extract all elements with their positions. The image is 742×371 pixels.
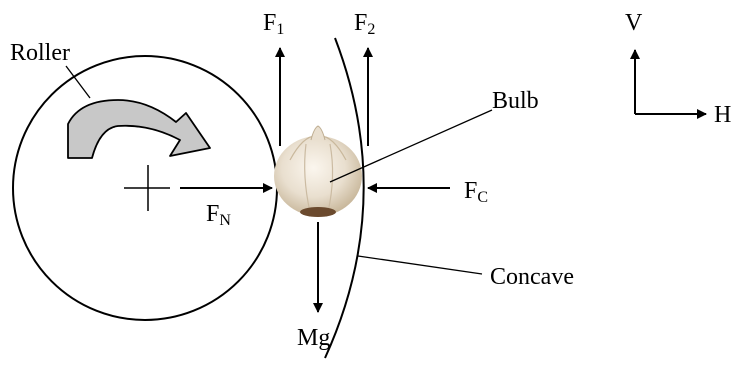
- weight-mg-label: Mg: [297, 325, 330, 351]
- roller-label: Roller: [10, 40, 70, 66]
- force-fn-label: FN: [206, 201, 231, 229]
- force-f2-label: F2: [354, 10, 375, 38]
- axis-indicator: [635, 50, 706, 114]
- concave-label: Concave: [490, 264, 574, 290]
- bulb-label: Bulb: [492, 88, 539, 114]
- roller-center-cross: [124, 165, 170, 211]
- axis-vertical-label: V: [625, 10, 643, 36]
- garlic-bulb-image: [274, 126, 362, 217]
- force-f1-label: F1: [263, 10, 284, 38]
- bulb-leader-line: [330, 110, 492, 182]
- concave-leader-line: [358, 256, 482, 274]
- force-fc-label: FC: [464, 178, 488, 206]
- axis-horizontal-label: H: [714, 102, 731, 128]
- rotation-arrow-icon: [68, 100, 210, 158]
